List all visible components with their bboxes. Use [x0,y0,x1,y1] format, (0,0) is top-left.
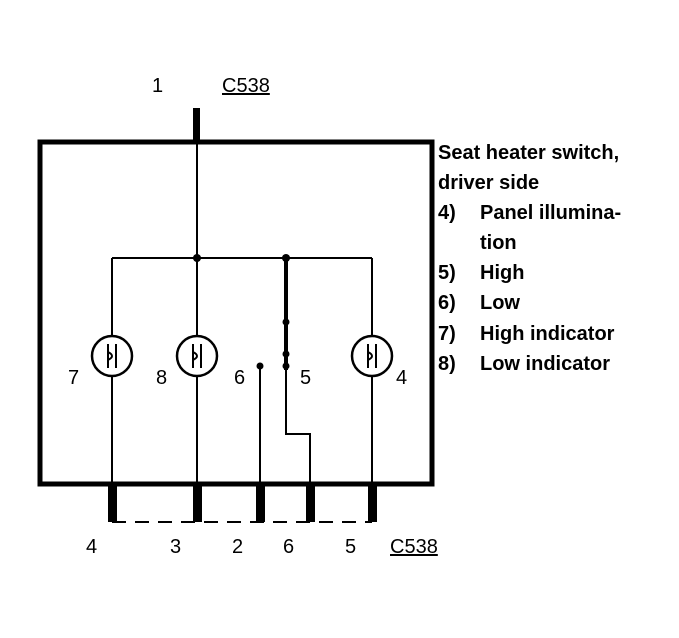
top-connector-name: C538 [222,75,270,97]
bottom-pin-label: 2 [232,536,243,558]
top-pin-label: 1 [152,75,163,97]
label-lamp-8: 8 [156,367,167,389]
legend-item-text-cont: tion [480,232,517,254]
lamp-4-icon [350,334,394,378]
internal-wiring [111,142,373,490]
label-lamp-4: 4 [396,367,407,389]
bottom-pin-label: 5 [345,536,356,558]
legend-item-number: 5) [438,262,456,284]
legend-title: Seat heater switch, [438,142,619,164]
bottom-connector-name: C538 [390,536,438,558]
legend-item-text: Panel illumina- [480,202,621,224]
top-pin-terminal [193,108,200,144]
legend-item-number: 6) [438,292,456,314]
legend-item-number: 7) [438,323,456,345]
bottom-pin-label: 6 [283,536,294,558]
legend-item-text: High [480,262,524,284]
lamp-8-icon [175,334,219,378]
label-contact-6: 6 [234,367,245,389]
legend-item-text: Low [480,292,520,314]
lamp-7-icon [90,334,134,378]
label-contact-5: 5 [300,367,311,389]
bottom-pin-label: 4 [86,536,97,558]
junction-dots [193,254,290,370]
bottom-pin-terminals [108,484,377,522]
legend-item-text: High indicator [480,323,615,345]
legend-item-text: Low indicator [480,353,610,375]
legend: Seat heater switch, driver side 4) Panel… [438,142,621,375]
label-lamp-7: 7 [68,367,79,389]
legend-item-number: 4) [438,202,456,224]
switch-housing [37,139,435,487]
legend-item-number: 8) [438,353,456,375]
legend-title-line2: driver side [438,172,539,194]
bottom-pin-label: 3 [170,536,181,558]
